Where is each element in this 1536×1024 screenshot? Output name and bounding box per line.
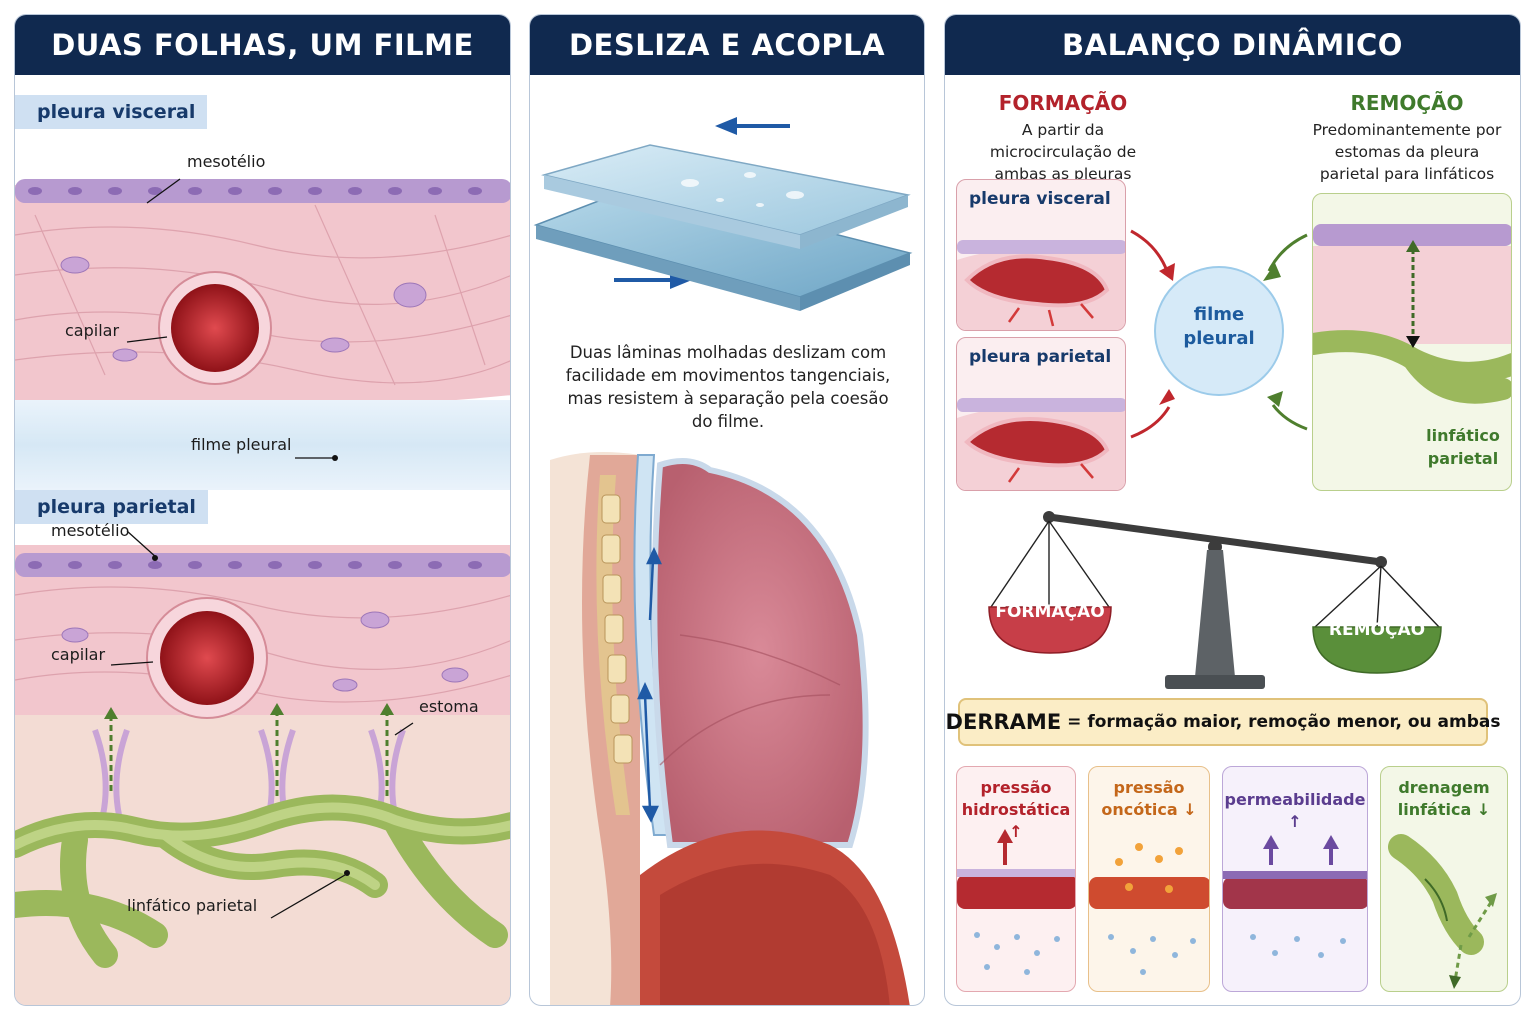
factor-permeabilidade-text: permeabilidade [1224,790,1366,809]
label-estoma: estoma [419,697,479,716]
stoma-lymphatic-icon [1313,224,1511,404]
panel-title: BALANÇO DINÂMICO [945,15,1520,75]
lymph-drainage-icon [1388,834,1497,989]
remocao-description: Predominantemente por estomas da pleura … [1312,121,1502,183]
derrame-key: DERRAME [945,710,1062,734]
balance-illustration [988,229,1442,689]
pan-remocao-label: REMOÇÃO [1328,620,1426,640]
factor-permeabilidade-label: permeabilidade ↑ [1223,789,1367,833]
factor-drenagem-text: drenagem linfática [1397,778,1490,819]
factor-card-oncotica: pressão oncótica ↓ [1088,766,1210,992]
arrow-down-icon: ↓ [1183,800,1197,819]
panel-desliza-acopla: DESLIZA E ACOPLA [529,14,925,1006]
card-parietal-title: pleura parietal [969,347,1112,367]
sliding-plates-and-lung-illustration [533,117,913,1005]
card-visceral-title: pleura visceral [969,189,1111,209]
remocao-heading: REMOÇÃO [1350,91,1464,115]
parietal-capillary-icon [957,398,1125,490]
arrow-up-icon: ↑ [1009,822,1023,841]
factor-card-permeabilidade: permeabilidade ↑ [1222,766,1368,992]
factor-card-hidrostatica: pressão hidrostática ↑ [956,766,1076,992]
card-linfatico-parietal: linfático parietal [1312,193,1512,491]
factor-oncotica-label: pressão oncótica ↓ [1089,777,1209,821]
derrame-text: = formação maior, remoção menor, ou amba… [1067,712,1501,732]
linfatico-card-label: linfático parietal [1426,426,1500,468]
panel-duas-folhas: DUAS FOLHAS, UM FILME [14,14,511,1006]
arrow-down-icon: ↓ [1476,800,1491,819]
oncotic-icon [1089,843,1209,975]
filme-circle-label: filme pleural [1183,304,1255,349]
label-capilar-top: capilar [65,321,120,340]
tag-pleura-parietal: pleura parietal [15,490,208,524]
factor-oncotica-text: pressão oncótica [1101,778,1185,819]
factor-hidrostatica-text: pressão hidrostática [961,778,1071,819]
card-pleura-visceral: pleura visceral [956,179,1126,331]
card-pleura-parietal: pleura parietal [956,337,1126,491]
hydrostatic-icon [957,829,1075,975]
factor-card-drenagem: drenagem linfática ↓ [1380,766,1508,992]
sliding-description: Duas lâminas molhadas deslizam com facil… [565,343,891,431]
label-capilar-bottom: capilar [51,645,106,664]
derrame-banner: DERRAME = formação maior, remoção menor,… [946,698,1500,746]
pleura-layers-illustration [15,75,510,1005]
permeability-icon [1223,835,1367,958]
label-mesotelio-bottom: mesotélio [51,521,130,540]
label-linfatico-parietal: linfático parietal [127,896,258,915]
arrow-up-icon: ↑ [1288,812,1302,831]
label-mesotelio-top: mesotélio [187,152,266,171]
formacao-description: A partir da microcirculação de ambas as … [989,121,1137,183]
pan-formacao-label: FORMAÇÃO [995,602,1105,622]
panel-title: DUAS FOLHAS, UM FILME [15,15,510,75]
tag-pleura-visceral: pleura visceral [15,95,208,129]
panel-title: DESLIZA E ACOPLA [530,15,924,75]
visceral-capillary-icon [957,240,1125,330]
factor-hidrostatica-label: pressão hidrostática ↑ [957,777,1075,843]
factor-drenagem-label: drenagem linfática ↓ [1381,777,1507,821]
formacao-heading: FORMAÇÃO [998,91,1128,115]
label-filme-pleural: filme pleural [191,435,292,454]
